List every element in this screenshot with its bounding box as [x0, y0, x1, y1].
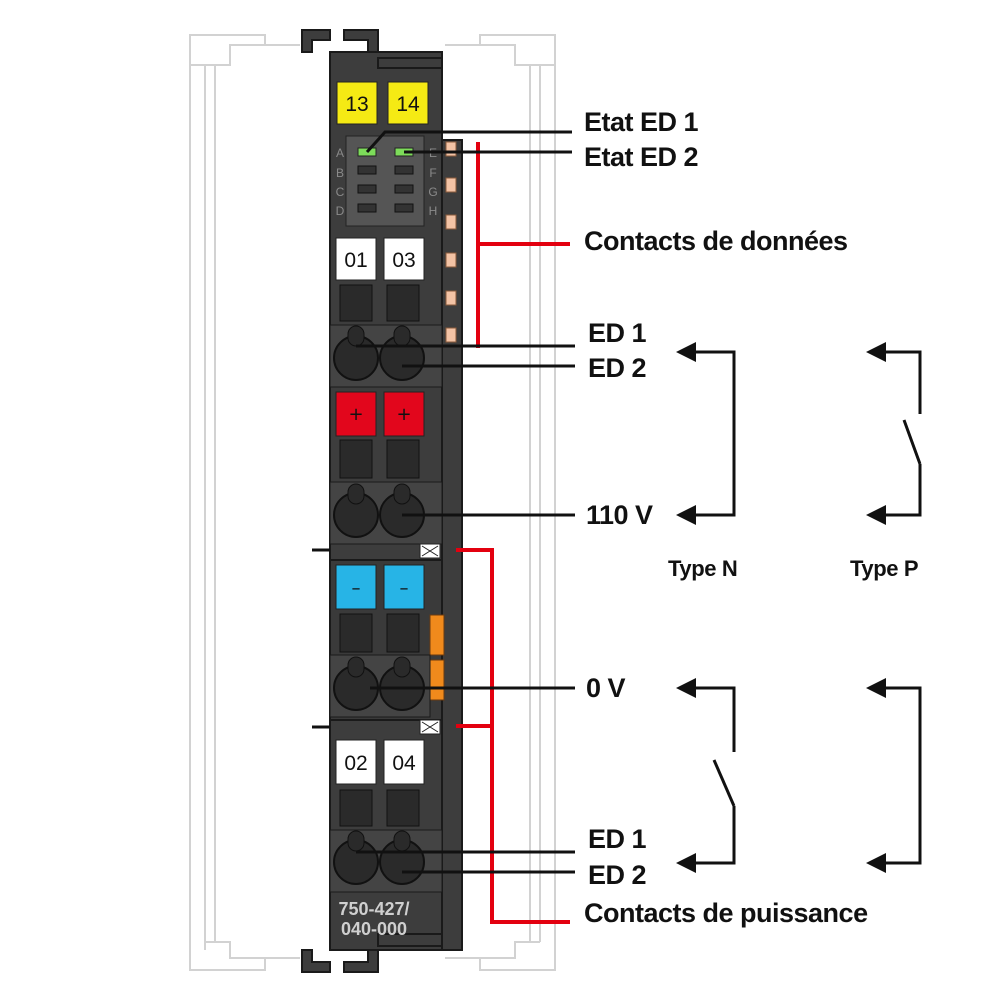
- mid-tags: 01 03: [335, 237, 425, 281]
- red-callouts: [456, 142, 570, 924]
- tag-14: 14: [396, 93, 420, 116]
- model-number-line2: 040-000: [341, 919, 407, 939]
- power-contacts: [429, 614, 445, 701]
- arrowheads-n-top: [676, 342, 696, 525]
- label-ed2-bottom: ED 2: [588, 860, 646, 890]
- label-110v: 110 V: [586, 500, 653, 530]
- tag-03: 03: [392, 249, 415, 272]
- label-contacts-donnees: Contacts de données: [584, 226, 848, 256]
- led-letter-h: H: [429, 204, 438, 218]
- type-n-wiring-top: [694, 350, 736, 517]
- label-etat-ed2: Etat ED 2: [584, 142, 698, 172]
- minus-symbol-1: –: [352, 578, 361, 599]
- label-type-p: Type P: [850, 556, 918, 581]
- type-p-wiring-top: [884, 350, 922, 517]
- type-n-wiring-bottom: [694, 686, 736, 865]
- led-letter-a: A: [336, 146, 344, 160]
- plus-symbol-1: +: [348, 404, 363, 425]
- label-ed1-top: ED 1: [588, 318, 647, 348]
- clamp-block-3: [329, 613, 431, 718]
- led-letter-c: C: [336, 185, 345, 199]
- leader-lines: [356, 130, 575, 874]
- din-rail-outline: [189, 34, 556, 971]
- arrowheads-n-bottom: [676, 678, 696, 873]
- minus-tags: – –: [335, 564, 425, 610]
- led-panel: A B C D E F G H: [336, 135, 438, 227]
- label-ed2-top: ED 2: [588, 353, 646, 383]
- led-letter-f: F: [429, 166, 436, 180]
- arrowheads-p-bottom: [866, 678, 886, 873]
- separator-notches: [312, 543, 441, 735]
- tag-13: 13: [345, 93, 368, 116]
- plus-symbol-2: +: [396, 404, 411, 425]
- label-type-n: Type N: [668, 556, 737, 581]
- led-letter-d: D: [336, 204, 345, 218]
- tag-01: 01: [344, 249, 367, 272]
- label-contacts-puissance: Contacts de puissance: [584, 898, 868, 928]
- led-letter-b: B: [336, 166, 344, 180]
- top-tags: 13 14: [336, 81, 429, 125]
- clamp-block-4: [329, 789, 443, 893]
- label-etat-ed1: Etat ED 1: [584, 107, 699, 137]
- label-ed1-bottom: ED 1: [588, 824, 647, 854]
- tag-04: 04: [392, 752, 416, 775]
- plus-tags: + +: [335, 391, 425, 437]
- data-contacts: [445, 141, 457, 343]
- arrowheads-p-top: [866, 342, 886, 525]
- low-tags: 02 04: [335, 739, 425, 785]
- type-p-wiring-bottom: [884, 686, 922, 865]
- model-number-line1: 750-427/: [338, 899, 409, 919]
- tag-02: 02: [344, 752, 367, 775]
- minus-symbol-2: –: [400, 578, 409, 599]
- led-letter-g: G: [428, 185, 437, 199]
- label-0v: 0 V: [586, 673, 626, 703]
